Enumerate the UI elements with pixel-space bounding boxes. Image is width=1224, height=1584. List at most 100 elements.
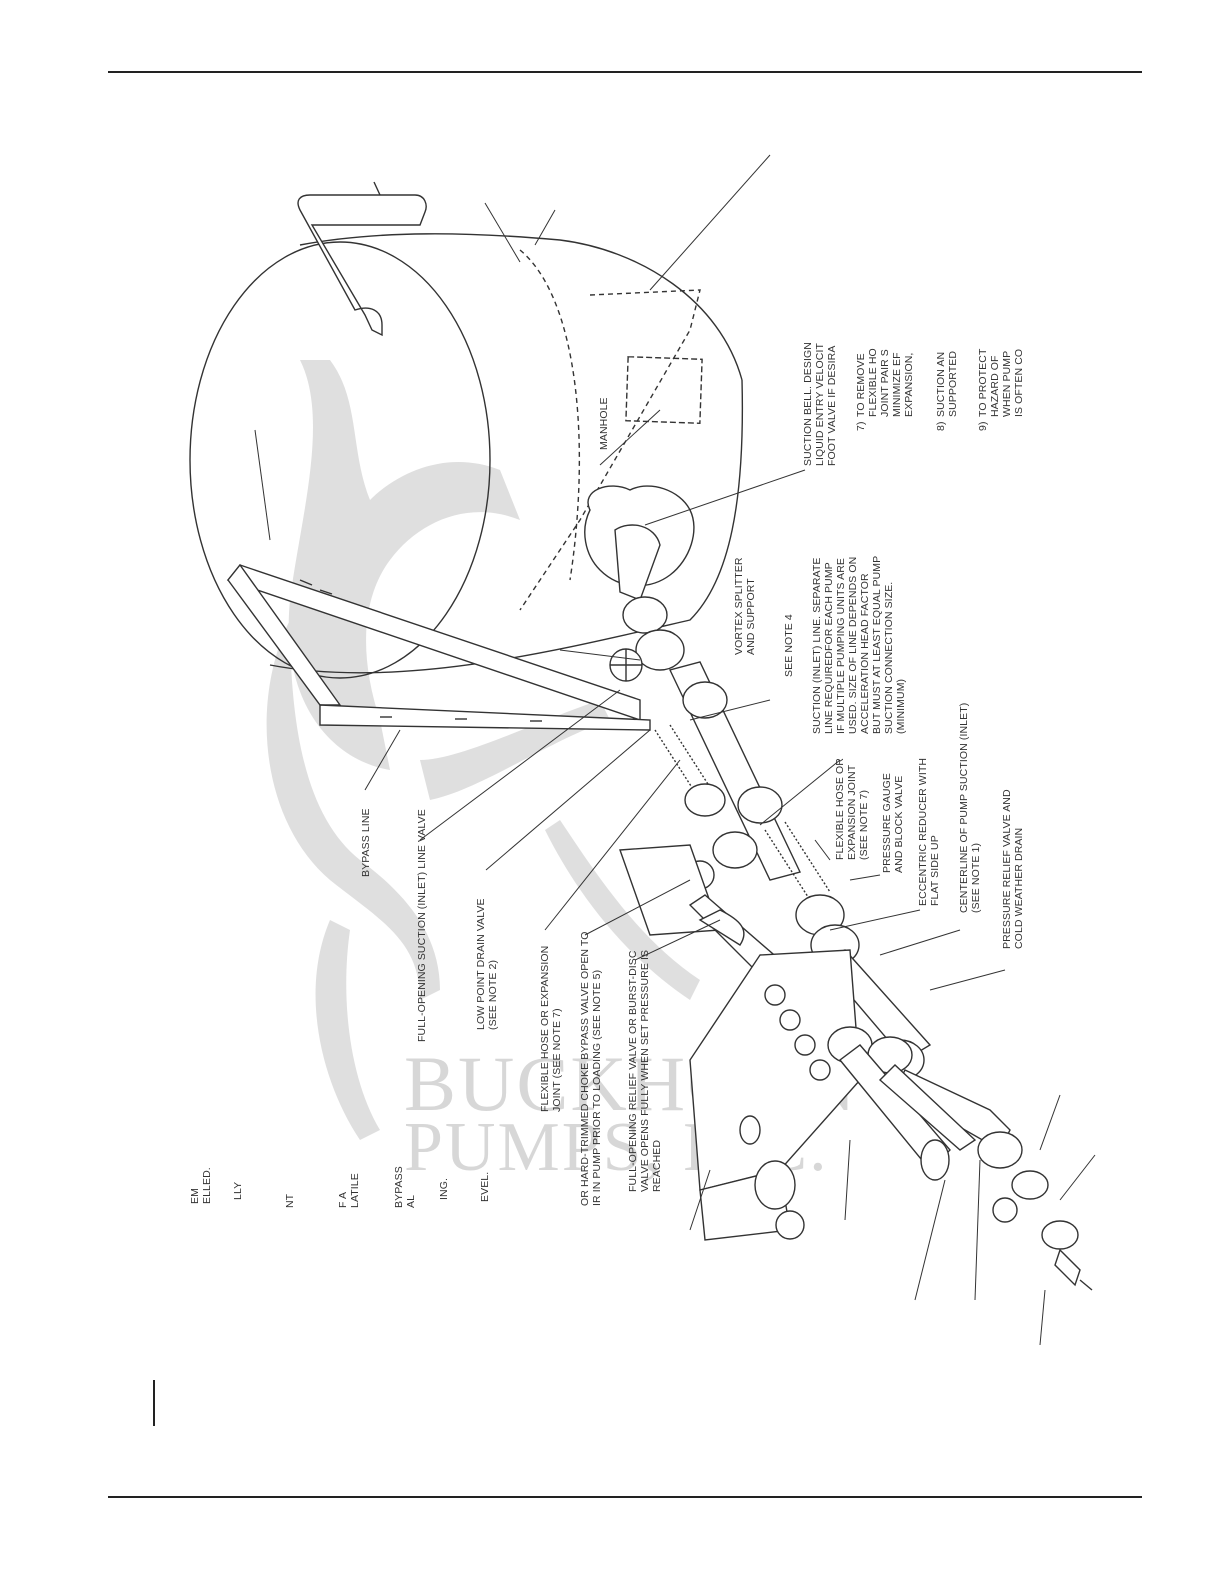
note-8-number: 8) [935,421,947,431]
note-9-number: 9) [977,421,989,431]
note-fragment-2: LLY [232,1182,244,1200]
pump-port-2 [779,1009,801,1031]
note-fragment-3: NT [284,1193,296,1208]
note-9-line-2: HAZARD OF [989,355,1001,417]
tank-end-cap [189,241,491,679]
label-low-point-drain-valve-line-2: (SEE NOTE 2) [487,960,499,1030]
note-7-line-4: MINIMIZE EF [891,352,903,417]
side-margin-bar [153,1380,155,1426]
suction-flex-hose [764,821,831,901]
label-vortex-splitter-line-2: AND SUPPORT [745,578,757,655]
label-suction-bell-line-2: LIQUID ENTRY VELOCIT [814,343,826,466]
label-pressure-relief-drain-line-2: COLD WEATHER DRAIN [1013,828,1025,949]
label-low-point-drain-valve: LOW POINT DRAIN VALVE (SEE NOTE 2) [475,898,499,1030]
label-flex-hose-bypass-line-2: JOINT (SEE NOTE 7) [551,1008,563,1112]
label-relief-valve-line-3: REACHED [651,1140,663,1192]
label-choke-bypass-valve: OR HARD-TRIMMED CHOKE BYPASS VALVE OPEN … [579,931,603,1206]
label-flex-hose-suction: FLEXIBLE HOSE OR EXPANSION JOINT (SEE NO… [834,758,870,860]
label-centerline-line-1: CENTERLINE OF PUMP SUCTION (INLET) [958,703,970,913]
note-7-line-3: JOINT PAIR S [879,349,891,417]
label-suction-inlet-line-4: USED. SIZE OF LINE DEPENDS ON [847,557,859,734]
tank-shell-top [299,233,743,381]
note-fragment-6: ING. [438,1178,450,1200]
note-7: 7) TO REMOVE FLEXIBLE HO JOINT PAIR S MI… [855,348,915,431]
relief-valve-handwheel [992,1197,1018,1223]
note-7-number: 7) [855,421,867,431]
label-relief-valve: FULL-OPENING RELIEF VALVE OR BURST-DISC … [627,950,663,1192]
tank-inner-hidden-edge [519,249,581,581]
label-suction-bell: SUCTION BELL. DESIGN LIQUID ENTRY VELOCI… [802,342,838,466]
note-9: 9) TO PROTECT HAZARD OF WHEN PUMP IS OFT… [977,348,1025,431]
note-fragment-4-line-1: F A [337,1192,349,1208]
note-8: 8) SUCTION AN SUPPORTED [935,351,959,431]
label-pressure-gauge-line-2: AND BLOCK VALVE [893,776,905,873]
discharge-fittings [977,1131,1093,1291]
label-suction-inlet-line-5: ACCELERATION HEAD FACTOR [859,573,871,734]
label-manhole: MANHOLE [598,397,610,450]
note-7-line-2: FLEXIBLE HO [867,348,879,417]
note-fragment-5-line-1: BYPASS [393,1166,405,1208]
pump-port-4 [809,1059,831,1081]
label-flex-hose-suction-line-1: FLEXIBLE HOSE OR [834,758,846,860]
label-eccentric-reducer-line-1: ECCENTRIC REDUCER WITH [917,758,929,906]
pump-port-1 [764,984,786,1006]
label-suction-inlet-line-2: LINE REQUIREDFOR EACH PUMP [823,562,835,734]
label-flex-hose-suction-line-2: EXPANSION JOINT [846,764,858,860]
label-suction-bell-line-1: SUCTION BELL. DESIGN [802,342,814,466]
note-fragment-1: EM ELLED. [189,1167,213,1204]
note-fragment-7: EVEL. [479,1172,491,1202]
label-suction-inlet-line-6: BUT MUST AT LEAST EQUAL PUMP [871,556,883,734]
pump-body [689,949,977,1241]
label-suction-inlet-line: SUCTION (INLET) LINE. SEPARATE LINE REQU… [811,556,907,734]
manhole-cover [625,356,703,424]
label-suction-inlet-line-8: (MINIMUM) [895,679,907,734]
label-pressure-gauge-line-1: PRESSURE GAUGE [881,773,893,873]
label-suction-inlet-line-7: SUCTION CONNECTION SIZE. [883,582,895,734]
label-see-note-4: SEE NOTE 4 [783,614,795,677]
label-pressure-relief-drain: PRESSURE RELIEF VALVE AND COLD WEATHER D… [1001,789,1025,949]
storage-tank [189,233,744,679]
tank-shell-bottom [269,379,744,674]
pump-port-3 [794,1034,816,1056]
label-suction-inlet-line-1: SUCTION (INLET) LINE. SEPARATE [811,558,823,734]
label-centerline: CENTERLINE OF PUMP SUCTION (INLET) (SEE … [958,703,982,913]
footer-rule [108,1496,1142,1498]
label-eccentric-reducer-line-2: FLAT SIDE UP [929,835,941,906]
callout-labels: BYPASS LINE FULL-OPENING SUCTION (INLET)… [189,342,1025,1208]
note-7-line-5: EXPANSION, [903,353,915,417]
bypass-line-pipe [226,563,651,731]
note-fragment-1-line-1: EM [189,1188,201,1204]
label-eccentric-reducer: ECCENTRIC REDUCER WITH FLAT SIDE UP [917,758,941,906]
label-flex-hose-bypass-line-1: FLEXIBLE HOSE OR EXPANSION [539,946,551,1112]
label-pressure-relief-drain-line-1: PRESSURE RELIEF VALVE AND [1001,789,1013,949]
label-bypass-line: BYPASS LINE [360,808,372,877]
note-fragment-5: BYPASS AL [393,1166,417,1208]
label-centerline-line-2: (SEE NOTE 1) [970,843,982,913]
label-low-point-drain-valve-line-1: LOW POINT DRAIN VALVE [475,898,487,1030]
note-9-line-3: WHEN PUMP [1001,351,1013,417]
note-fragment-4-line-2: LATILE [349,1173,361,1208]
label-pressure-gauge: PRESSURE GAUGE AND BLOCK VALVE [881,773,905,873]
note-8-line-2: SUPPORTED [947,351,959,417]
label-vortex-splitter: VORTEX SPLITTER AND SUPPORT [733,557,757,655]
label-suction-inlet-line-3: IF MULTIPLE PUMPING UNITS ARE [835,558,847,734]
label-suction-bell-line-3: FOOT VALVE IF DESIRA [826,346,838,466]
label-flex-hose-suction-line-3: (SEE NOTE 7) [858,790,870,860]
watermark-antler-shape [266,360,700,1140]
note-fragment-5-line-2: AL [405,1195,417,1208]
label-relief-valve-line-2: VALVE OPENS FULLY WHEN SET PRESSURE IS [639,950,651,1192]
top-return-pipe [297,181,427,337]
label-vortex-splitter-line-1: VORTEX SPLITTER [733,557,745,655]
note-7-line-1: TO REMOVE [855,353,867,417]
label-relief-valve-line-1: FULL-OPENING RELIEF VALVE OR BURST-DISC [627,950,639,1192]
tank-baffle-hidden [519,289,701,611]
note-9-line-1: TO PROTECT [977,348,989,417]
callout-leaders [254,154,1096,1346]
header-rule [108,71,1142,73]
note-fragment-1-line-2: ELLED. [201,1167,213,1204]
note-9-line-4: IS OFTEN CO [1013,349,1025,417]
note-8-line-1: SUCTION AN [935,352,947,417]
label-flex-hose-bypass: FLEXIBLE HOSE OR EXPANSION JOINT (SEE NO… [539,946,563,1112]
label-choke-bypass-valve-line-2: IR IN PUMP PRIOR TO LOADING (SEE NOTE 5) [591,970,603,1206]
